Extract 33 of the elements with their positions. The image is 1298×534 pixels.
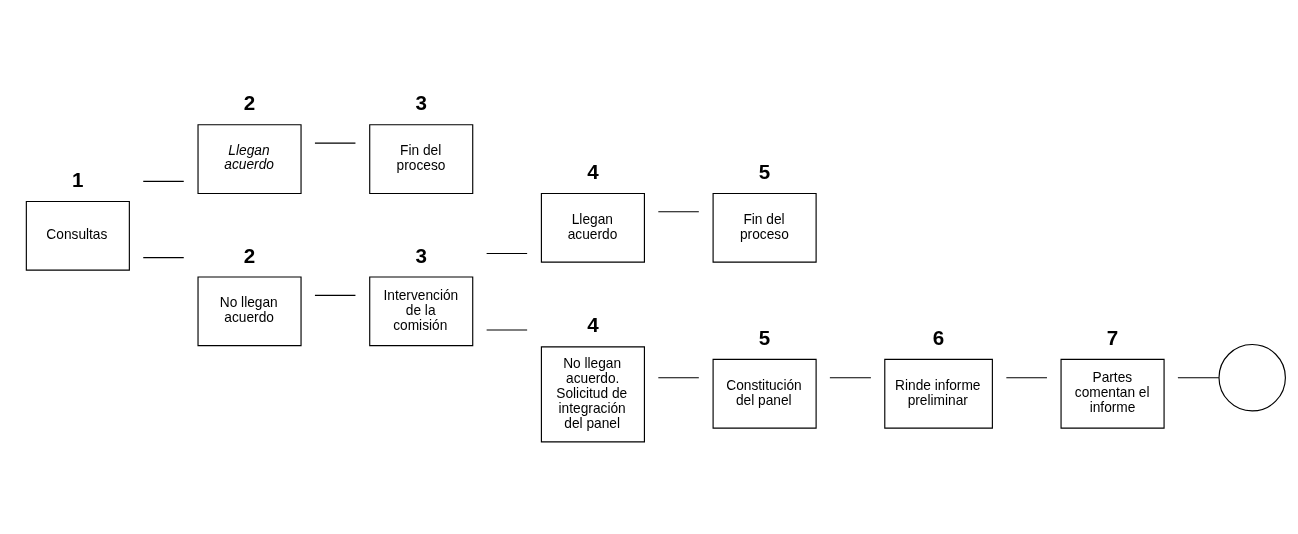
node-label: 3 [415,243,427,267]
node-box: Partes comentan el informe [1060,358,1165,429]
connector [314,294,356,296]
node-box: Rinde informe preliminar [884,358,993,429]
node-box: Fin del proceso [369,124,474,195]
node-box: Llegan acuerdo [197,124,302,195]
connector [657,377,700,379]
connector [142,180,185,182]
node-label: 7 [1106,326,1119,349]
connector [829,377,872,379]
node-box: Fin del proceso [712,192,817,263]
node-box: Consultas [25,200,130,271]
node-label: 2 [243,243,256,267]
node-label: 1 [72,168,84,192]
node-circle [1218,344,1286,412]
connector [314,142,356,144]
node-label: 2 [243,91,256,115]
connector [1005,377,1048,379]
node-box: Intervención de la comisión [369,276,474,347]
node-label: 5 [758,160,771,184]
node-label: 5 [758,326,771,349]
node-box: No llegan acuerdo [197,276,302,347]
node-box: Constitución del panel [712,358,817,429]
connector [1177,377,1220,379]
node-box: No llegan acuerdo. Solicitud de integración del panel [540,346,645,443]
connector [142,257,185,259]
node-label: 4 [587,160,599,184]
node-label: 3 [415,91,427,115]
node-label: 6 [932,326,945,349]
connector [657,211,700,213]
node-box: Llegan acuerdo [540,192,645,263]
connector [486,253,528,255]
node-label: 4 [587,313,599,337]
